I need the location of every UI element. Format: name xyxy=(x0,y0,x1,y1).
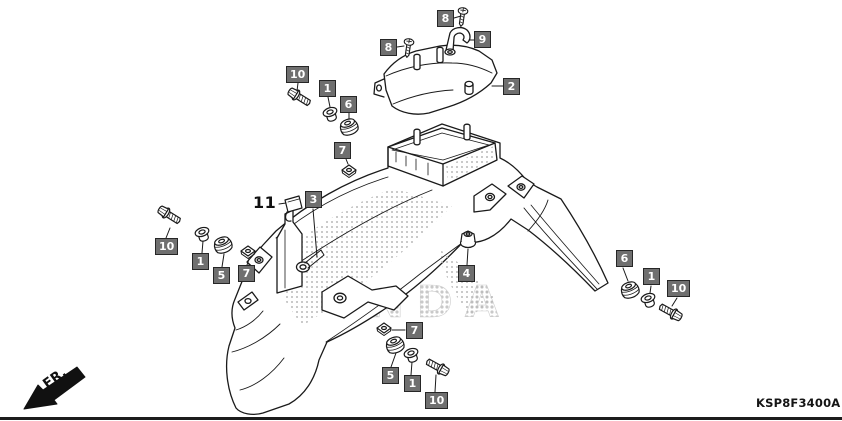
callout-collar[interactable]: 1 xyxy=(404,375,421,392)
loose-parts xyxy=(155,6,685,379)
callout-fender-cover[interactable]: 2 xyxy=(503,78,520,95)
callout-clip-nut[interactable]: 7 xyxy=(406,322,423,339)
callout-grommet[interactable]: 5 xyxy=(382,367,399,384)
callout-grommet[interactable]: 6 xyxy=(616,250,633,267)
callout-flange-bolt[interactable]: 10 xyxy=(155,238,179,255)
callout-flange-bolt[interactable]: 10 xyxy=(667,280,691,297)
rear-fender-drawing xyxy=(225,123,609,415)
callout-nut[interactable]: 4 xyxy=(458,265,475,282)
callout-screw[interactable]: 8 xyxy=(380,39,397,56)
callout-clip-nut[interactable]: 7 xyxy=(238,265,255,282)
nut-icon xyxy=(459,230,477,249)
callout-collar[interactable]: 1 xyxy=(192,253,209,270)
arrow-icon xyxy=(23,366,86,410)
callout-collar[interactable]: 1 xyxy=(643,268,660,285)
callout-flange-bolt[interactable]: 10 xyxy=(425,392,449,409)
band-clamp-icon xyxy=(444,26,471,56)
leader-lines xyxy=(165,15,678,393)
bottom-border xyxy=(0,417,842,420)
callout-grommet[interactable]: 6 xyxy=(340,96,357,113)
callout-grommet[interactable]: 5 xyxy=(213,267,230,284)
callout-flange-bolt[interactable]: 10 xyxy=(286,66,310,83)
diagram-code: KSP8F3400A xyxy=(756,396,841,410)
callout-screw[interactable]: 8 xyxy=(437,10,454,27)
callout-clip-nut[interactable]: 7 xyxy=(334,142,351,159)
clip-icon xyxy=(284,195,303,222)
callout-plain-11[interactable]: 11 xyxy=(253,193,277,212)
callout-rear-fender[interactable]: 3 xyxy=(305,191,322,208)
callout-collar[interactable]: 1 xyxy=(319,80,336,97)
callout-band-clamp[interactable]: 9 xyxy=(474,31,491,48)
